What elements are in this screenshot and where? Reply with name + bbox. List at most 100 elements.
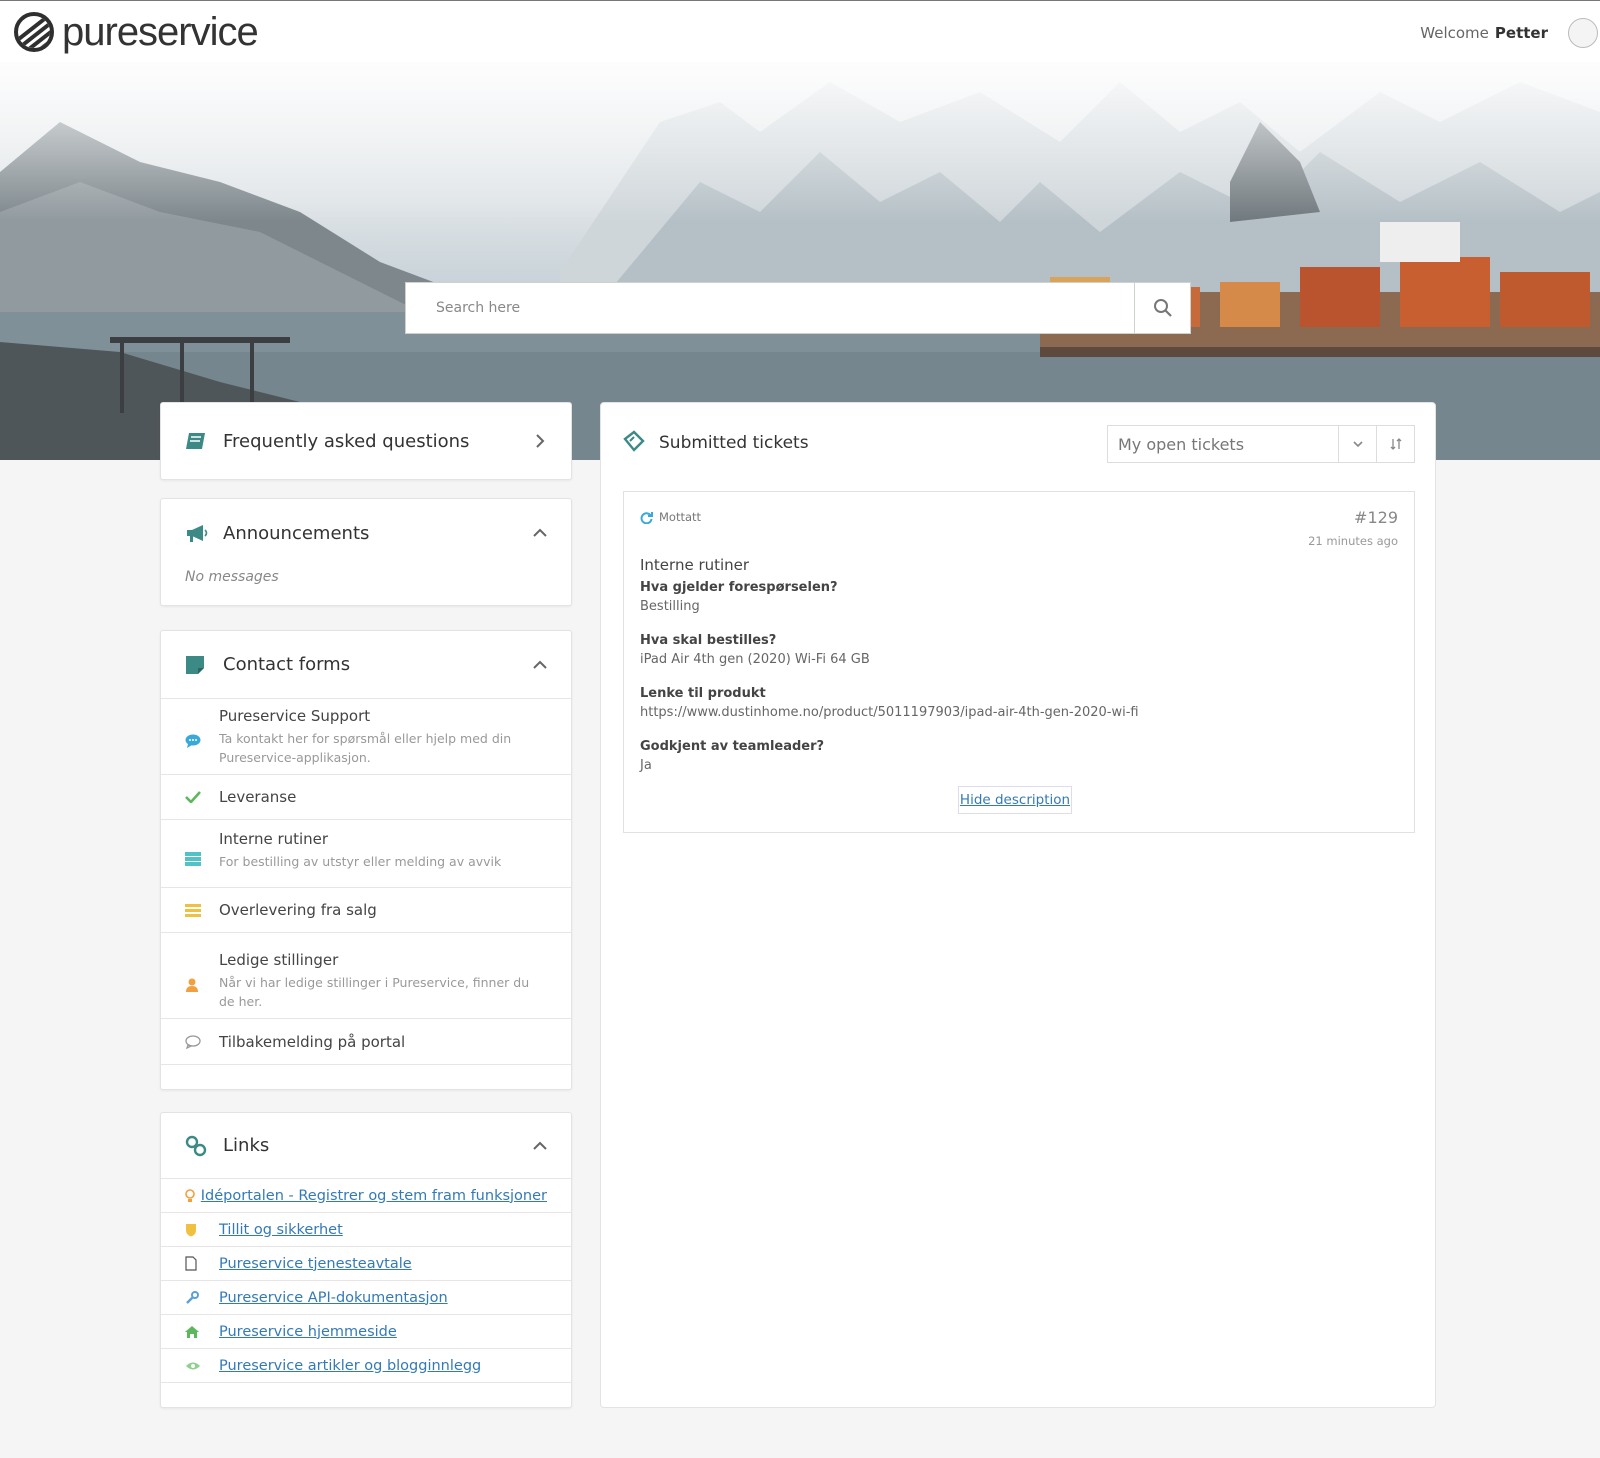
top-header: pureservice Welcome Petter <box>0 0 1600 62</box>
contact-form-name: Tilbakemelding på portal <box>219 1032 406 1051</box>
welcome-label: Welcome <box>1420 24 1489 42</box>
hero-banner <box>0 62 1600 460</box>
submitted-tickets-title: Submitted tickets <box>659 433 809 453</box>
lightbulb-icon <box>185 1188 201 1203</box>
link-api-doc: Pureservice API-dokumentasjon <box>161 1281 571 1315</box>
link-tillit: Tillit og sikkerhet <box>161 1213 571 1247</box>
contact-form-overlevering[interactable]: Overlevering fra salg <box>161 888 571 933</box>
search-icon <box>1153 299 1172 317</box>
contact-form-leveranse[interactable]: Leveranse <box>161 775 571 820</box>
contact-form-description: For bestilling av utstyr eller melding a… <box>219 854 502 869</box>
contact-forms-card: Contact forms Pureservice Support Ta kon… <box>160 630 572 1090</box>
check-icon <box>185 791 219 803</box>
ticket-status-label: Mottatt <box>659 510 702 524</box>
ticket-field-question: Hva skal bestilles? <box>640 633 777 648</box>
ticket-status: Mottatt <box>640 510 701 524</box>
link-tjenesteavtale: Pureservice tjenesteavtale <box>161 1247 571 1281</box>
list-icon <box>185 903 219 917</box>
link-hjemmeside-anchor[interactable]: Pureservice hjemmeside <box>219 1323 397 1340</box>
ticket-tag-icon <box>623 429 645 457</box>
user-menu[interactable]: Welcome Petter <box>1404 16 1598 50</box>
ticket-filter-select[interactable]: My open tickets <box>1118 434 1245 454</box>
logo-text: pureservice <box>62 10 259 54</box>
search-input[interactable] <box>406 283 1134 333</box>
link-chain-icon <box>185 1135 211 1157</box>
link-tillit-anchor[interactable]: Tillit og sikkerhet <box>219 1221 343 1238</box>
ticket-field-question: Hva gjelder forespørselen? <box>640 580 838 595</box>
links-card: Links Idéportalen - Registrer og stem fr… <box>160 1112 572 1408</box>
chat-icon <box>185 707 219 774</box>
contact-form-interne-rutiner[interactable]: Interne rutiner For bestilling av utstyr… <box>161 820 571 888</box>
link-tjenesteavtale-anchor[interactable]: Pureservice tjenesteavtale <box>219 1255 412 1272</box>
ticket-filter: My open tickets <box>1107 425 1415 463</box>
ticket-card[interactable]: Mottatt #129 21 minutes ago Interne ruti… <box>623 491 1415 833</box>
ticket-field-question: Godkjent av teamleader? <box>640 739 825 754</box>
contact-form-name: Interne rutiner <box>219 830 329 848</box>
avatar[interactable] <box>1568 18 1598 48</box>
contact-form-name: Leveranse <box>219 788 297 806</box>
shield-icon <box>185 1223 219 1237</box>
contact-form-description: Ta kontakt her for spørsmål eller hjelp … <box>219 731 512 765</box>
wrench-icon <box>185 1290 219 1305</box>
announcements-card: Announcements No messages <box>160 498 572 606</box>
contact-forms-header[interactable]: Contact forms <box>161 631 571 699</box>
search-button[interactable] <box>1134 283 1190 333</box>
search-bar <box>405 282 1191 334</box>
ticket-field-answer: iPad Air 4th gen (2020) Wi-Fi 64 GB <box>640 652 870 667</box>
link-ideportalen-anchor[interactable]: Idéportalen - Registrer og stem fram fun… <box>200 1187 547 1204</box>
contact-form-tilbakemelding[interactable]: Tilbakemelding på portal <box>161 1019 571 1065</box>
contact-form-ledige-stillinger[interactable]: Ledige stillinger Når vi har ledige stil… <box>161 933 571 1019</box>
announcements-header[interactable]: Announcements <box>161 499 571 567</box>
chevron-down-icon <box>1352 440 1363 447</box>
contact-form-name: Ledige stillinger <box>219 951 339 969</box>
submitted-tickets-header: Submitted tickets <box>623 423 809 463</box>
chevron-up-icon[interactable] <box>533 1141 547 1151</box>
contact-form-description: Når vi har ledige stillinger i Pureservi… <box>219 975 530 1009</box>
link-artikler-anchor[interactable]: Pureservice artikler og blogginnlegg <box>219 1357 482 1374</box>
contact-forms-title: Contact forms <box>223 654 351 675</box>
contact-form-name: Pureservice Support <box>219 707 371 725</box>
refresh-icon <box>640 511 653 524</box>
note-icon <box>185 655 211 675</box>
book-icon <box>185 431 211 451</box>
link-hjemmeside: Pureservice hjemmeside <box>161 1315 571 1349</box>
faq-header[interactable]: Frequently asked questions <box>161 403 571 479</box>
link-artikler: Pureservice artikler og blogginnlegg <box>161 1349 571 1383</box>
ticket-description: Hva gjelder forespørselen? Bestilling Hv… <box>640 580 1400 792</box>
server-icon <box>185 830 219 887</box>
pureservice-logo[interactable]: pureservice <box>14 10 259 54</box>
home-icon <box>185 1325 219 1338</box>
link-ideportalen: Idéportalen - Registrer og stem fram fun… <box>161 1179 571 1213</box>
ticket-field-answer: Ja <box>640 758 652 773</box>
chevron-up-icon[interactable] <box>533 528 547 538</box>
chevron-right-icon <box>533 434 547 448</box>
eye-icon <box>185 1361 219 1371</box>
ticket-field-question: Lenke til produkt <box>640 686 766 701</box>
links-title: Links <box>223 1135 270 1156</box>
ticket-sort-button[interactable] <box>1376 426 1414 462</box>
faq-card[interactable]: Frequently asked questions <box>160 402 572 480</box>
ticket-age: 21 minutes ago <box>1308 534 1398 548</box>
sort-icon <box>1390 438 1401 450</box>
links-header[interactable]: Links <box>161 1113 571 1179</box>
ticket-filter-toggle-button[interactable] <box>1338 426 1376 462</box>
person-icon <box>185 951 219 1018</box>
submitted-tickets-panel: Submitted tickets My open tickets Mottat… <box>600 402 1436 1408</box>
user-name: Petter <box>1494 24 1548 42</box>
ticket-field-answer: https://www.dustinhome.no/product/501119… <box>640 705 1139 720</box>
comment-icon <box>185 1034 219 1049</box>
faq-title: Frequently asked questions <box>223 430 470 452</box>
contact-form-name: Overlevering fra salg <box>219 901 377 919</box>
chevron-up-icon[interactable] <box>533 660 547 670</box>
link-api-doc-anchor[interactable]: Pureservice API-dokumentasjon <box>219 1289 448 1306</box>
ticket-field-answer: Bestilling <box>640 599 700 614</box>
ticket-number: #129 <box>1354 508 1398 527</box>
megaphone-icon <box>185 523 211 543</box>
announcements-title: Announcements <box>223 522 370 544</box>
document-icon <box>185 1256 219 1271</box>
ticket-subject: Interne rutiner <box>640 556 750 574</box>
contact-form-pureservice-support[interactable]: Pureservice Support Ta kontakt her for s… <box>161 699 571 775</box>
logo-mark-icon <box>14 12 54 52</box>
announcements-empty: No messages <box>185 569 279 585</box>
hide-description-button[interactable]: Hide description <box>958 786 1072 814</box>
